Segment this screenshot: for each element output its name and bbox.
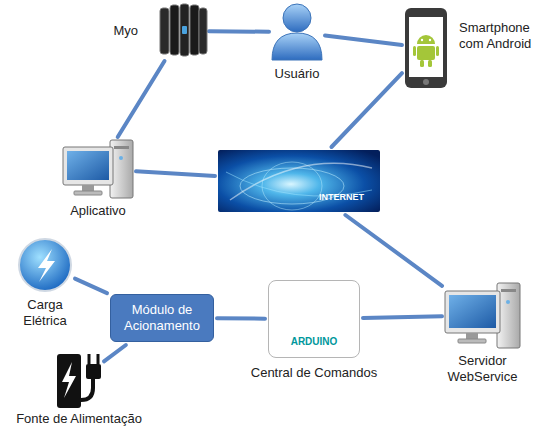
connector-line (345, 215, 442, 286)
server-icon (506, 300, 510, 304)
box-text: INTERNET (319, 192, 364, 203)
armband-icon (182, 26, 187, 34)
armband-icon (190, 5, 199, 55)
connector-line (331, 73, 402, 147)
armband-icon: Myo (160, 4, 206, 58)
connector-line (118, 61, 165, 137)
electric-load-icon (19, 239, 71, 291)
electric-load-icon (19, 239, 71, 291)
smartphone-icon (417, 35, 435, 44)
smartphone-icon (409, 17, 443, 77)
node-label: Aplicativo (48, 203, 148, 219)
box-text: ARDUINO (291, 336, 338, 348)
process-box: Módulo de Acionamento (110, 294, 214, 342)
smartphone-icon (423, 79, 429, 85)
smartphone-icon (417, 46, 435, 60)
connector-line (363, 316, 442, 318)
server-icon (501, 289, 516, 292)
server-icon: Servidor WebService (445, 283, 520, 348)
power-supply-icon (86, 364, 101, 379)
server-icon (449, 295, 496, 328)
armband-icon (199, 8, 207, 54)
smartphone-icon (421, 39, 423, 41)
user-icon: Usuário (272, 4, 322, 60)
computer-icon (114, 146, 129, 149)
computer-icon (63, 140, 133, 198)
computer-icon (119, 156, 123, 160)
smartphone-icon (428, 60, 432, 67)
connector-line (325, 35, 402, 45)
computer-icon (82, 185, 94, 191)
smartphone-icon (405, 8, 447, 88)
electric-load-icon (38, 249, 55, 282)
power-supply-icon (81, 378, 93, 400)
computer-icon (63, 147, 113, 185)
internet-image: INTERNET (218, 150, 380, 212)
node-label: Fonte de Alimentação (16, 411, 142, 427)
computer-icon (74, 191, 102, 195)
internet-image (218, 150, 380, 212)
power-supply-icon: Fonte de Alimentação (57, 352, 101, 408)
electric-load-icon: Carga Elétrica (18, 238, 72, 292)
box-text: Módulo de Acionamento (117, 302, 207, 334)
internet-image (218, 150, 380, 212)
smartphone-icon (413, 46, 416, 56)
computer-icon (67, 151, 109, 180)
node-label: Myo (113, 23, 138, 39)
controller-box: ARDUINOCentral de Comandos (268, 280, 360, 358)
server-icon (445, 291, 500, 333)
user-icon (283, 4, 311, 32)
connector-line (104, 345, 126, 361)
power-supply-icon (57, 354, 101, 408)
node-label: Servidor WebService (438, 353, 528, 385)
smartphone-icon (436, 46, 439, 56)
node-label: Central de Comandos (251, 365, 377, 381)
user-icon (272, 33, 322, 60)
user-icon (272, 4, 322, 60)
connector-line (209, 29, 269, 34)
armband-icon (170, 5, 179, 55)
connector-line (75, 279, 107, 293)
smartphone-icon (405, 8, 447, 88)
connector-line (217, 316, 265, 320)
node-label: Smartphone com Android (459, 20, 549, 52)
power-supply-icon (88, 354, 91, 364)
server-icon (466, 333, 478, 339)
armband-icon (160, 4, 207, 56)
power-supply-icon (97, 354, 100, 364)
node-label: Carga Elétrica (13, 297, 77, 329)
armband-icon (180, 4, 189, 56)
connector-line (136, 171, 215, 176)
server-icon (445, 283, 520, 348)
power-supply-icon (57, 354, 81, 408)
smartphone-icon: Smartphone com Android (405, 8, 447, 88)
armband-icon (160, 8, 169, 54)
power-supply-icon (62, 362, 76, 398)
node-label: Usuário (252, 66, 342, 82)
smartphone-icon (420, 60, 424, 67)
smartphone-icon (429, 39, 431, 41)
computer-icon: Aplicativo (63, 140, 133, 198)
server-icon (458, 339, 486, 343)
